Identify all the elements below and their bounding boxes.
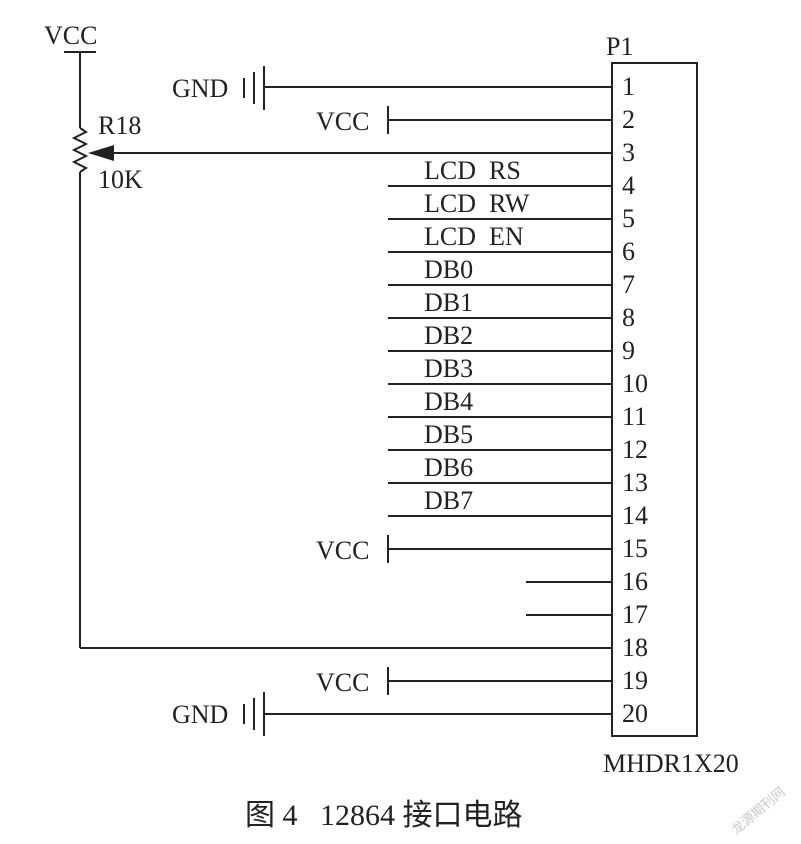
pin-number: 18 — [622, 633, 648, 662]
wiper-arrow-icon — [88, 145, 114, 161]
net-label: DB4 — [424, 387, 473, 416]
net-label: DB0 — [424, 255, 473, 284]
pin-number: 10 — [622, 369, 648, 398]
net-label: DB1 — [424, 288, 473, 317]
resistor-icon — [71, 127, 89, 173]
net-label: DB6 — [424, 453, 473, 482]
net-label: LCD RS — [424, 156, 521, 185]
pin-number: 7 — [622, 270, 635, 299]
pin-number: 11 — [622, 402, 647, 431]
pin-number: 20 — [622, 699, 648, 728]
connector-part: MHDR1X20 — [603, 749, 739, 778]
gnd-symbol — [243, 66, 265, 110]
connector-body — [611, 62, 698, 737]
resistor-ref: R18 — [98, 111, 141, 140]
vcc-label: VCC — [44, 21, 97, 50]
pin-number: 6 — [622, 237, 635, 266]
net-label: DB7 — [424, 486, 473, 515]
net-label: LCD RW — [424, 189, 530, 218]
pin-number: 9 — [622, 336, 635, 365]
net-label: DB2 — [424, 321, 473, 350]
pin-number: 12 — [622, 435, 648, 464]
vcc-label: VCC — [316, 536, 369, 565]
vcc-label: VCC — [316, 107, 369, 136]
pin-number: 2 — [622, 105, 635, 134]
pin-number: 5 — [622, 204, 635, 233]
gnd-label: GND — [172, 700, 228, 729]
net-label: DB5 — [424, 420, 473, 449]
pin-number: 3 — [622, 138, 635, 167]
pin-number: 16 — [622, 567, 648, 596]
net-label: DB3 — [424, 354, 473, 383]
pin-number: 8 — [622, 303, 635, 332]
net-label: LCD EN — [424, 222, 524, 251]
connector-ref: P1 — [606, 32, 633, 61]
pin-number: 14 — [622, 501, 648, 530]
pin-number: 1 — [622, 72, 635, 101]
pin-number: 13 — [622, 468, 648, 497]
pin-number: 17 — [622, 600, 648, 629]
gnd-symbol — [243, 692, 265, 736]
vcc-label: VCC — [316, 668, 369, 697]
pin-number: 4 — [622, 171, 635, 200]
gnd-label: GND — [172, 74, 228, 103]
pin-number: 19 — [622, 666, 648, 695]
resistor-value: 10K — [98, 165, 143, 194]
figure-caption: 图 4 12864 接口电路 — [245, 799, 523, 832]
pin-number: 15 — [622, 534, 648, 563]
watermark: 龙源期刊网 — [729, 785, 788, 838]
